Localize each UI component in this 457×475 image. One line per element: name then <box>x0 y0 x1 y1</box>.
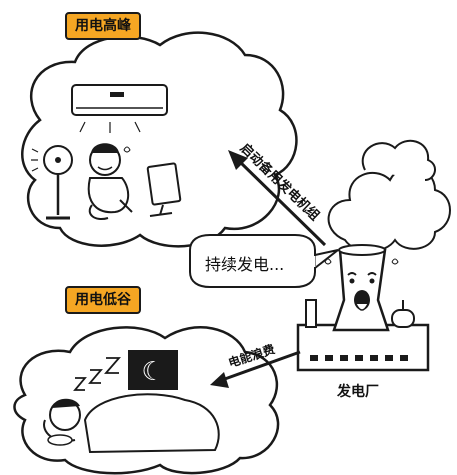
moon-icon: ☾ <box>141 357 164 387</box>
arrow-to-valley <box>210 350 301 388</box>
peak-label-tag: 用电高峰 <box>65 12 141 40</box>
speech-bubble <box>189 234 339 288</box>
electric-fan-icon <box>31 145 73 220</box>
hot-person-figure <box>87 143 133 220</box>
arrow-to-peak <box>228 150 327 247</box>
power-plant-figure <box>296 139 451 372</box>
power-plant-label: 发电厂 <box>337 384 379 400</box>
television-icon <box>146 162 182 217</box>
night-sign <box>128 350 178 390</box>
sleep-zzz-icon <box>73 357 121 391</box>
valley-label-tag: 用电低谷 <box>65 286 141 314</box>
air-conditioner-icon <box>71 84 168 133</box>
speech-text: 持续发电... <box>205 255 285 274</box>
sleeping-person-figure <box>43 393 220 454</box>
